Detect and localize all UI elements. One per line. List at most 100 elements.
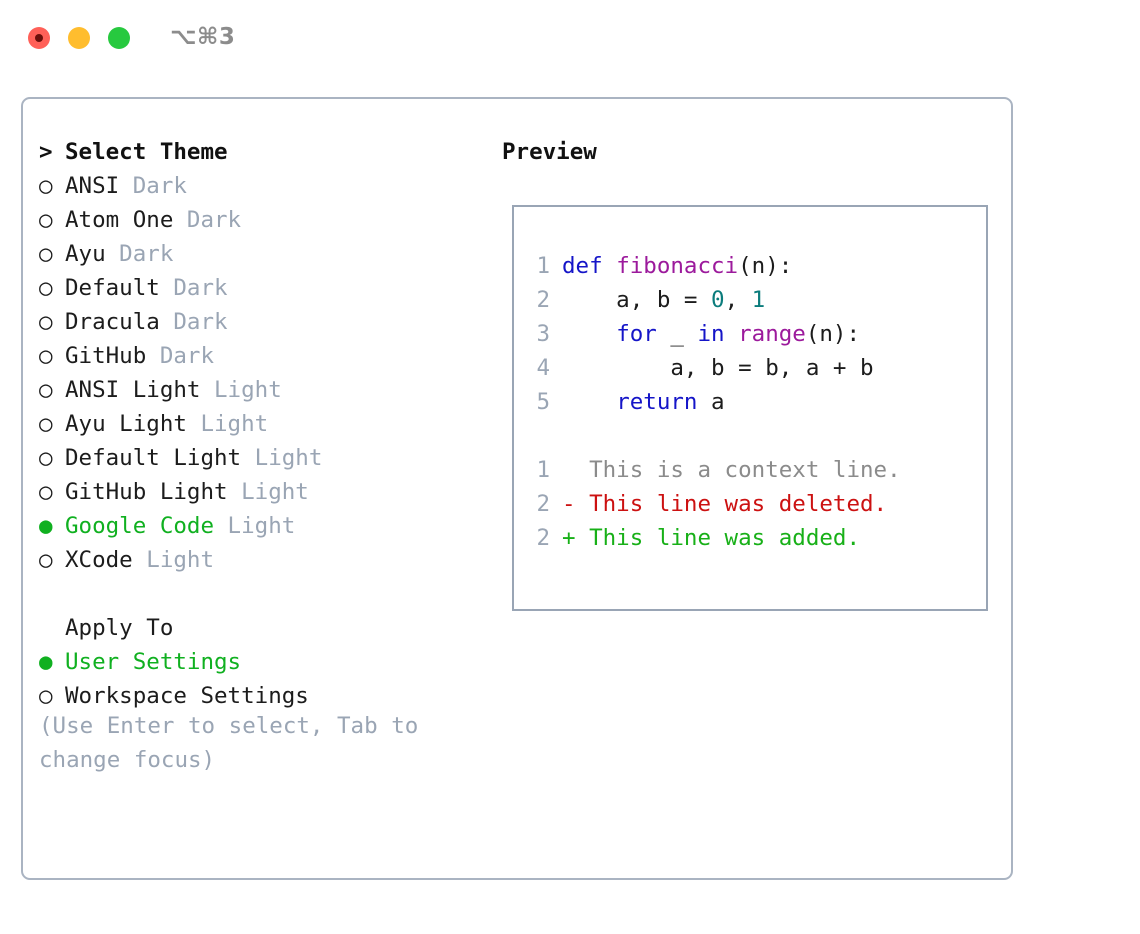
apply-to-label: Workspace Settings <box>65 683 309 709</box>
theme-list-item[interactable]: ○ Ayu Light Light <box>39 407 489 441</box>
radio-unselected-icon: ○ <box>39 308 53 335</box>
apply-to-label: User Settings <box>65 649 242 675</box>
theme-picker-card: > Select Theme ○ANSI Dark○Atom One Dark○… <box>21 97 1013 880</box>
code-token-pl: a <box>697 389 725 415</box>
code-token-pl <box>562 389 616 415</box>
radio-selected-icon: ● <box>39 512 53 539</box>
theme-list-item[interactable]: ○ Dracula Dark <box>39 305 489 339</box>
theme-list-item[interactable]: ○ ANSI Dark <box>39 169 489 203</box>
code-text: for _ in range(n): <box>562 321 860 347</box>
theme-name: Default Light <box>65 445 242 471</box>
diff-text-del: - This line was deleted. <box>562 491 887 517</box>
code-token-pl: , <box>724 287 752 313</box>
apply-to-spacer <box>39 577 489 611</box>
theme-list-item[interactable]: ○ Default Light Light <box>39 441 489 475</box>
close-focus-dot <box>35 34 43 42</box>
theme-name: Ayu Light <box>65 411 187 437</box>
code-token-pl: (n): <box>805 321 861 347</box>
code-token-pl: a, b = <box>562 287 712 313</box>
diff-line: 2- This line was deleted. <box>524 491 986 525</box>
theme-name: Google Code <box>65 513 215 539</box>
diff-sign: - <box>562 491 576 517</box>
theme-list-item[interactable]: ○GitHub Light Light <box>39 475 489 509</box>
apply-to-header: ○ Apply To <box>39 611 489 645</box>
code-line: 3 for _ in range(n): <box>524 321 986 355</box>
close-button[interactable] <box>28 27 50 49</box>
diff-line-number: 2 <box>536 525 550 551</box>
theme-name: Default <box>65 275 160 301</box>
theme-variant-badge: Dark <box>159 309 228 335</box>
theme-name: Dracula <box>65 309 160 335</box>
radio-unselected-icon: ○ <box>39 682 53 709</box>
radio-unselected-icon: ○ <box>39 376 53 403</box>
theme-name: GitHub Light <box>65 479 228 505</box>
diff-sign: + <box>562 525 576 551</box>
theme-list-item[interactable]: ○ ANSI Light Light <box>39 373 489 407</box>
apply-to-item[interactable]: ●User Settings <box>39 645 489 679</box>
radio-unselected-icon: ○ <box>39 546 53 573</box>
theme-variant-badge: Light <box>186 411 269 437</box>
diff-content: This line was deleted. <box>575 491 888 517</box>
theme-list-item[interactable]: ○XCode Light <box>39 543 489 577</box>
preview-divider-space <box>524 423 986 457</box>
code-token-pl: _ <box>656 321 698 347</box>
preview-title: Preview <box>502 139 597 165</box>
select-theme-title: Select Theme <box>65 139 228 165</box>
zoom-button[interactable] <box>108 27 130 49</box>
theme-list-item[interactable]: ● Google Code Light <box>39 509 489 543</box>
code-token-kw: in <box>697 321 725 347</box>
radio-unselected-icon: ○ <box>39 410 53 437</box>
theme-list-item[interactable]: ○Ayu Dark <box>39 237 489 271</box>
code-token-pl: a, b = b, a + b <box>562 355 874 381</box>
theme-list-item[interactable]: ○Atom One Dark <box>39 203 489 237</box>
radio-unselected-icon: ○ <box>39 342 53 369</box>
theme-variant-badge: Light <box>132 547 215 573</box>
theme-name: ANSI Light <box>65 377 201 403</box>
keyboard-shortcut-label: ⌥⌘3 <box>170 24 236 50</box>
code-token-fn: fibonacci <box>616 253 739 279</box>
theme-name: Atom One <box>65 207 174 233</box>
radio-unselected-icon: ○ <box>39 240 53 267</box>
theme-variant-badge: Light <box>200 377 282 403</box>
theme-variant-badge: Light <box>227 479 309 505</box>
keyboard-hint-line-2: change focus) <box>39 747 216 773</box>
minimize-button[interactable] <box>68 27 90 49</box>
diff-content: This line was added. <box>575 525 861 551</box>
theme-variant-badge: Light <box>214 513 296 539</box>
diff-line-number: 1 <box>536 457 550 483</box>
line-number: 2 <box>536 287 550 313</box>
radio-unselected-icon: ○ <box>39 444 53 471</box>
code-text: return a <box>562 389 725 415</box>
theme-variant-badge: Dark <box>105 241 174 267</box>
apply-to-title: Apply To <box>65 615 174 641</box>
theme-name: ANSI <box>65 173 120 199</box>
radio-unselected-icon: ○ <box>39 274 53 301</box>
code-token-pl <box>562 321 616 347</box>
code-token-kw: for <box>616 321 657 347</box>
diff-sample: 1 This is a context line.2- This line wa… <box>524 457 986 559</box>
theme-variant-badge: Light <box>241 445 323 471</box>
diff-line: 1 This is a context line. <box>524 457 986 491</box>
apply-to-item[interactable]: ○ Workspace Settings <box>39 679 489 713</box>
code-line: 4 a, b = b, a + b <box>524 355 986 389</box>
code-text: a, b = b, a + b <box>562 355 874 381</box>
radio-unselected-icon: ○ <box>39 172 53 199</box>
theme-list-item[interactable]: ○GitHub Dark <box>39 339 489 373</box>
apply-to-marker-placeholder: ○ <box>39 617 65 640</box>
theme-list-item[interactable]: ○Default Dark <box>39 271 489 305</box>
code-line: 5 return a <box>524 389 986 423</box>
diff-content: This is a context line. <box>575 457 901 483</box>
keyboard-hint: (Use Enter to select, Tab to change focu… <box>39 709 449 777</box>
theme-variant-badge: Dark <box>173 207 242 233</box>
diff-text-add: + This line was added. <box>562 525 860 551</box>
keyboard-hint-line-1: (Use Enter to select, Tab to <box>39 713 419 739</box>
code-line: 2 a, b = 0, 1 <box>524 287 986 321</box>
theme-variant-badge: Dark <box>146 343 215 369</box>
code-token-num: 1 <box>751 287 766 313</box>
line-number: 1 <box>536 253 550 279</box>
theme-variant-badge: Dark <box>119 173 187 199</box>
diff-line: 2 + This line was added. <box>524 525 986 559</box>
